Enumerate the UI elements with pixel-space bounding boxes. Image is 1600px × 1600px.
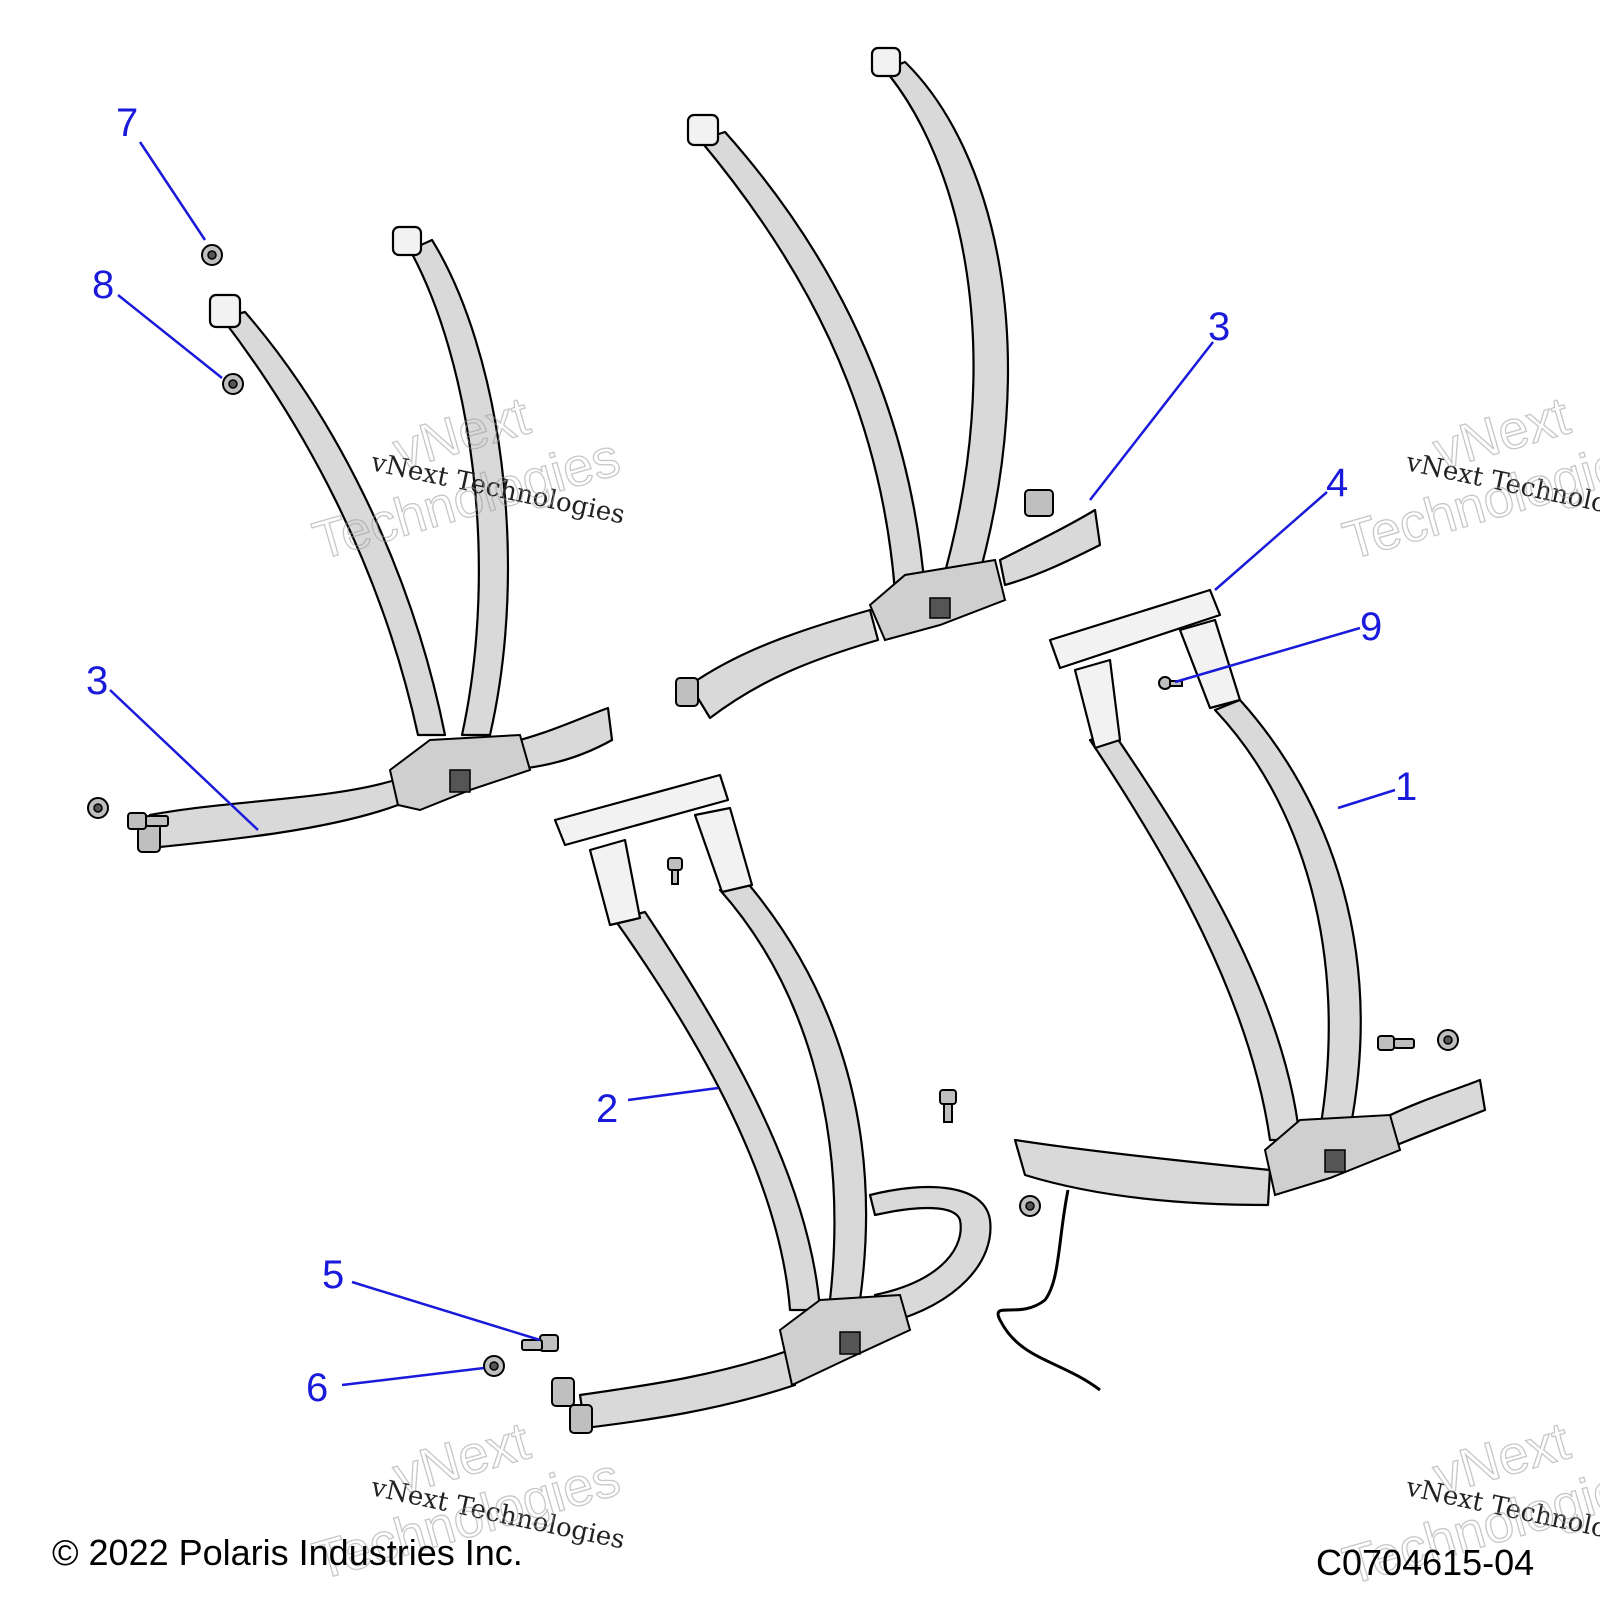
lap-strap-right <box>998 508 1102 587</box>
callout-3: 3 <box>86 659 108 703</box>
callout-7: 7 <box>116 101 138 145</box>
lap-strap-left <box>148 778 400 850</box>
leader-1 <box>1337 788 1396 810</box>
shoulder-strap-right <box>1213 698 1362 1132</box>
leader-4 <box>1214 491 1328 591</box>
sensor-wire <box>996 1189 1101 1392</box>
callouts: 7 8 3 3 4 9 1 2 5 6 <box>86 101 1417 1410</box>
end-fitting <box>675 677 699 707</box>
callout-9: 9 <box>1360 605 1382 649</box>
bolt <box>1377 1035 1415 1051</box>
lap-strap-left <box>688 608 880 720</box>
buckle-latch <box>929 597 951 619</box>
anchor-tab <box>870 46 902 78</box>
lap-strap-right <box>1378 1078 1487 1152</box>
harness-upper-center <box>675 46 1102 720</box>
callout-6: 6 <box>306 1366 328 1410</box>
anchor-tab <box>208 293 242 329</box>
nut-6 <box>483 1355 505 1377</box>
leader-3b <box>1089 341 1214 501</box>
copyright-text: © 2022 Polaris Industries Inc. <box>52 1532 523 1573</box>
harness-right <box>996 588 1487 1392</box>
callout-4: 4 <box>1326 461 1348 505</box>
leader-2 <box>627 1086 719 1102</box>
anchor-tab <box>686 113 720 147</box>
harness-upper-left <box>137 225 614 853</box>
nut <box>1437 1029 1459 1051</box>
callout-2: 2 <box>596 1087 618 1131</box>
shoulder-strap-left <box>220 310 447 737</box>
callout-3: 3 <box>1208 305 1230 349</box>
webbing-loop <box>1073 658 1122 750</box>
end-fitting <box>569 1404 593 1434</box>
leader-3a <box>109 689 259 831</box>
buckle-latch <box>449 769 471 793</box>
callout-5: 5 <box>322 1253 344 1297</box>
shoulder-strap-right <box>408 238 510 737</box>
retainer-bracket <box>553 773 730 847</box>
webbing-loop <box>693 806 754 894</box>
leader-9 <box>1174 626 1361 684</box>
leader-7 <box>138 141 207 241</box>
buckle-latch <box>1324 1149 1346 1173</box>
figure-code: C0704615-04 <box>1316 1542 1535 1583</box>
lap-strap-left <box>1013 1138 1272 1207</box>
nut-7 <box>201 244 223 266</box>
webbing-loop <box>1178 618 1242 710</box>
shoulder-strap-left <box>1088 733 1302 1142</box>
anchor-tab <box>391 225 423 257</box>
leader-6 <box>341 1366 485 1387</box>
screw-9 <box>1158 676 1183 690</box>
end-fitting <box>1024 489 1054 517</box>
lap-strap <box>578 1348 797 1430</box>
callout-8: 8 <box>92 263 114 307</box>
callout-1: 1 <box>1395 765 1417 809</box>
leader-lines <box>109 141 1396 1387</box>
bolt <box>939 1089 957 1123</box>
buckle-latch <box>839 1331 861 1355</box>
bolt <box>127 812 169 830</box>
bolt-5 <box>521 1334 559 1352</box>
harness-lower-center <box>551 773 992 1434</box>
webbing-loop <box>588 838 642 927</box>
bolt <box>667 857 683 885</box>
end-fitting <box>551 1377 575 1407</box>
nut <box>87 797 109 819</box>
nut-8 <box>222 373 244 395</box>
leader-5 <box>351 1280 541 1342</box>
lap-strap-right <box>498 706 614 772</box>
leader-8 <box>117 294 223 379</box>
retainer-bracket <box>1048 588 1222 670</box>
nut <box>1019 1195 1041 1217</box>
shoulder-strap-left <box>698 130 927 594</box>
